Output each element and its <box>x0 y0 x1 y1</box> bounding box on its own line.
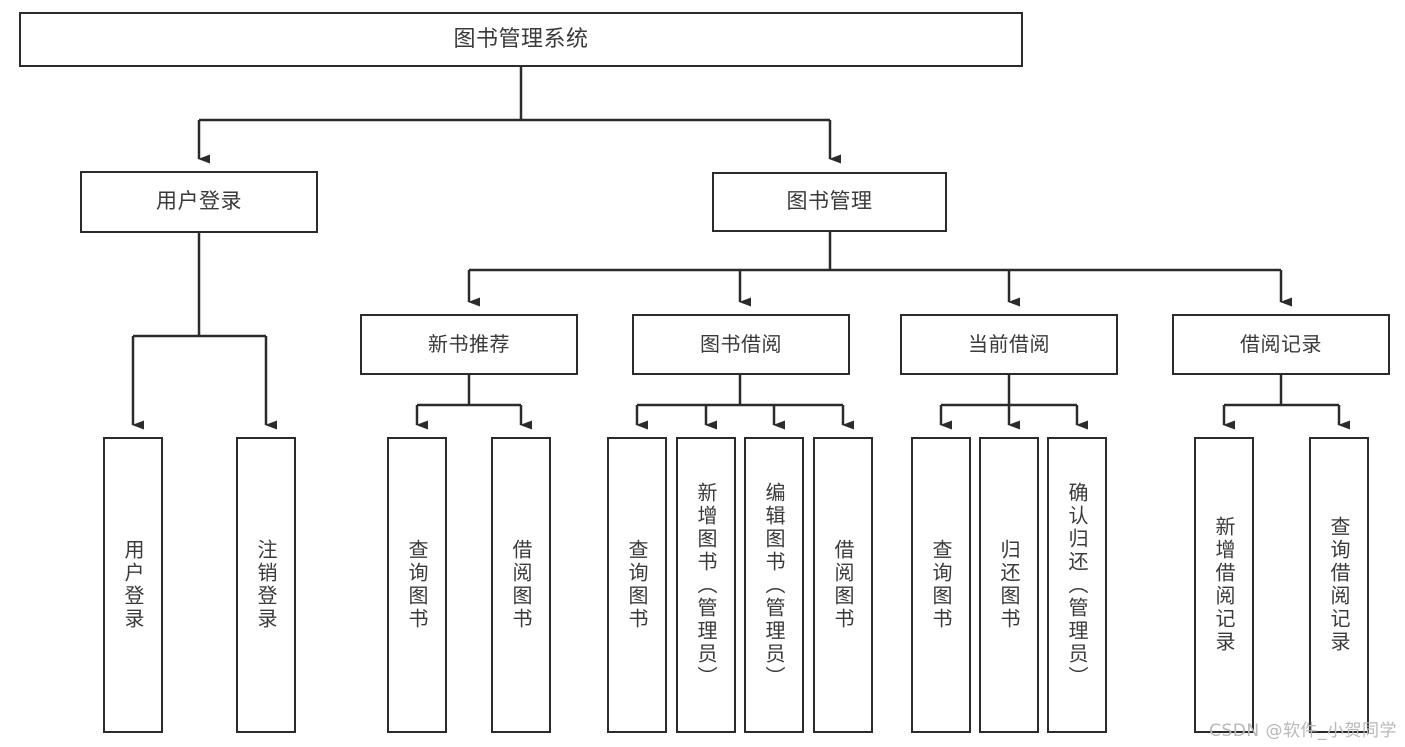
node-label: 用户登录 <box>156 189 242 214</box>
leaf-borrow-books-new[interactable]: 借阅图书 <box>491 437 551 733</box>
leaf-query-books-current[interactable]: 查询图书 <box>911 437 971 733</box>
node-current-borrowing[interactable]: 当前借阅 <box>900 314 1118 375</box>
node-label: 查询图书 <box>405 539 429 631</box>
node-book-management-system[interactable]: 图书管理系统 <box>19 12 1023 67</box>
leaf-return-books[interactable]: 归还图书 <box>979 437 1039 733</box>
node-label: 图书管理 <box>786 189 873 214</box>
node-user-login[interactable]: 用户登录 <box>80 171 318 233</box>
node-label: 新书推荐 <box>428 332 510 357</box>
node-label: 新增借阅记录 <box>1212 516 1236 654</box>
node-label: 注销登录 <box>254 539 278 631</box>
node-label: 编辑图书（管理员） <box>762 481 786 689</box>
node-label: 借阅图书 <box>831 539 855 631</box>
node-label: 新增图书（管理员） <box>694 481 718 689</box>
node-label: 图书借阅 <box>700 332 782 357</box>
leaf-query-books-borrow[interactable]: 查询图书 <box>607 437 667 733</box>
node-label: 归还图书 <box>997 539 1021 631</box>
node-label: 当前借阅 <box>968 332 1050 357</box>
node-book-management[interactable]: 图书管理 <box>712 172 947 232</box>
node-label: 借阅图书 <box>509 539 533 631</box>
node-new-book-recommendation[interactable]: 新书推荐 <box>360 314 578 375</box>
node-borrow-records[interactable]: 借阅记录 <box>1172 314 1390 375</box>
node-book-borrowing[interactable]: 图书借阅 <box>632 314 850 375</box>
node-label: 图书管理系统 <box>453 26 589 52</box>
leaf-user-login[interactable]: 用户登录 <box>103 437 163 733</box>
leaf-edit-book-admin[interactable]: 编辑图书（管理员） <box>744 437 804 733</box>
node-label: 确认归还（管理员） <box>1065 481 1089 689</box>
node-label: 借阅记录 <box>1240 332 1322 357</box>
leaf-query-borrow-record[interactable]: 查询借阅记录 <box>1309 437 1369 733</box>
leaf-confirm-return-admin[interactable]: 确认归还（管理员） <box>1047 437 1107 733</box>
node-label: 查询借阅记录 <box>1327 516 1351 654</box>
node-label: 查询图书 <box>625 539 649 631</box>
node-label: 查询图书 <box>929 539 953 631</box>
leaf-query-books-new[interactable]: 查询图书 <box>387 437 447 733</box>
leaf-logout-login[interactable]: 注销登录 <box>236 437 296 733</box>
leaf-add-borrow-record[interactable]: 新增借阅记录 <box>1194 437 1254 733</box>
node-label: 用户登录 <box>121 539 145 631</box>
leaf-add-book-admin[interactable]: 新增图书（管理员） <box>676 437 736 733</box>
csdn-watermark: CSDN @软件_小贺同学 <box>1209 721 1397 741</box>
leaf-borrow-books[interactable]: 借阅图书 <box>813 437 873 733</box>
